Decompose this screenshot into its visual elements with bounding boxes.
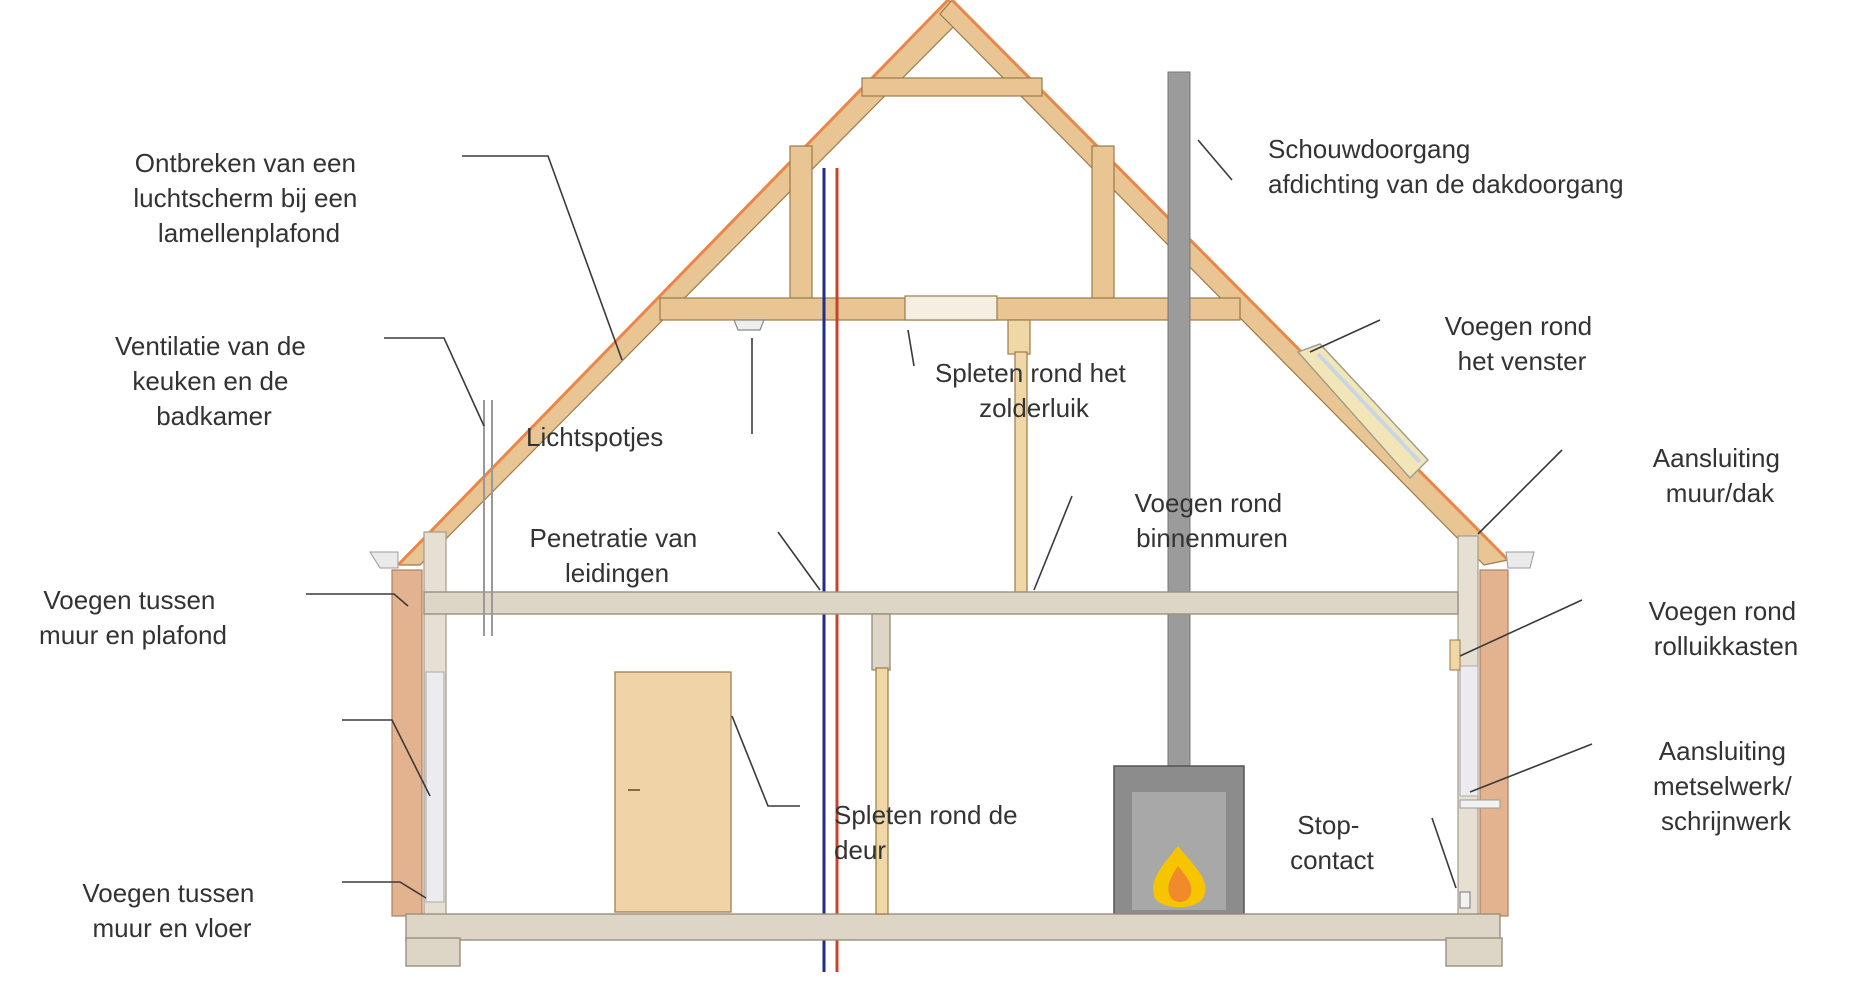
partition-top	[871, 613, 891, 671]
light-spot-icon	[733, 319, 765, 331]
zolder-stud	[1014, 351, 1028, 593]
roof	[369, 0, 1535, 593]
left-wall	[391, 531, 447, 917]
door	[614, 671, 732, 913]
chimney-pipe	[1167, 71, 1191, 767]
label-ontbreken: Ontbreken van een luchtscherm bij een la…	[133, 148, 364, 248]
leader-lines	[306, 139, 1593, 899]
right-wall	[1449, 535, 1509, 917]
right-eave	[1505, 551, 1535, 569]
label-lichtspotjes: Lichtspotjes	[526, 422, 663, 452]
left-window	[425, 671, 445, 903]
label-venster: Voegen rond het venster	[1445, 311, 1600, 376]
left-strut	[789, 145, 813, 319]
attic-hatch	[904, 295, 998, 321]
label-schouw: Schouwdoorgang afdichting van de dakdoor…	[1268, 134, 1624, 199]
socket	[1459, 891, 1471, 909]
right-window	[1459, 665, 1479, 797]
label-muurplafond: Voegen tussen muur en plafond	[39, 585, 227, 650]
intermediate-floor	[423, 591, 1459, 615]
annotation-labels: Ontbreken van een luchtscherm bij een la…	[39, 134, 1804, 943]
roof-window	[1296, 343, 1429, 480]
partition-stud	[875, 667, 889, 915]
collar-tie	[861, 77, 1043, 97]
label-binnenmuren: Voegen rond binnenmuren	[1135, 488, 1290, 553]
label-muurdak: Aansluiting muur/dak	[1653, 443, 1787, 508]
label-stopcontact: Stop- contact	[1290, 810, 1375, 875]
left-foundation	[405, 937, 461, 967]
right-strut	[1091, 145, 1115, 319]
left-eave	[369, 551, 399, 569]
label-leidingen: Penetratie van leidingen	[530, 523, 705, 588]
hatch-post	[1007, 319, 1031, 355]
label-metselwerk: Aansluiting metselwerk/ schrijnwerk	[1653, 736, 1799, 836]
label-zolderluik: Spleten rond het zolderluik	[935, 358, 1133, 423]
right-foundation	[1445, 937, 1503, 967]
label-rolluik: Voegen rond rolluikkasten	[1649, 596, 1804, 661]
label-ventilatie: Ventilatie van de keuken en de badkamer	[115, 331, 313, 431]
ground-floor	[405, 913, 1501, 941]
label-muurvloer: Voegen tussen muur en vloer	[82, 878, 261, 943]
label-deur: Spleten rond de deur	[834, 800, 1025, 865]
